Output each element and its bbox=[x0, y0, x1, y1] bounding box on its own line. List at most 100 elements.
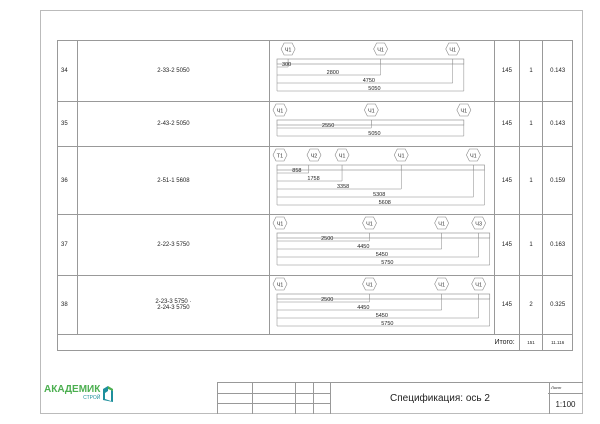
mark-tag bbox=[394, 148, 409, 162]
sheet-cell: Лист 1:100 bbox=[548, 382, 583, 414]
mark-tag bbox=[272, 216, 288, 230]
thickness-cell: 145 bbox=[494, 40, 520, 102]
dimension-value: 4450 bbox=[357, 244, 369, 250]
mark-tag bbox=[456, 103, 472, 117]
dimension-value: 2550 bbox=[322, 123, 334, 129]
mark-label: Ч1 bbox=[368, 109, 375, 115]
volume-cell: 0.143 bbox=[542, 40, 573, 102]
sheet-title: Спецификация: ось 2 bbox=[330, 382, 550, 414]
mark-label: Ч1 bbox=[475, 283, 482, 289]
mark-label: Ч1 bbox=[277, 109, 284, 115]
element-name: 2-43-2 5050 bbox=[76, 101, 271, 147]
title-block-grid bbox=[217, 382, 330, 414]
logo-subtext: СТРОЙ bbox=[83, 395, 101, 401]
quantity-cell: 1 bbox=[518, 101, 544, 147]
dimension-value: 1758 bbox=[307, 176, 319, 182]
mark-tag bbox=[272, 103, 288, 117]
mark-label: Ч1 bbox=[398, 154, 405, 160]
mark-tag bbox=[434, 216, 450, 230]
sheet-label: Лист bbox=[548, 383, 583, 394]
row-number: 37 bbox=[57, 214, 78, 276]
dimension-value: 2500 bbox=[321, 236, 333, 242]
element-name-line: 2-33-2 5050 bbox=[157, 68, 190, 74]
mark-tag bbox=[471, 277, 487, 291]
volume-cell: 0.163 bbox=[542, 214, 573, 276]
total-volume: 11.116 bbox=[542, 334, 573, 351]
total-row: Итого: 151 11.116 bbox=[57, 334, 573, 351]
dimension-value: 858 bbox=[292, 168, 301, 174]
element-name-line: 2-43-2 5050 bbox=[157, 121, 190, 127]
mark-tag bbox=[362, 216, 377, 230]
element-name-line: 2-24-3 5750 bbox=[157, 305, 190, 311]
panel-outline bbox=[276, 119, 465, 126]
dimension-value: 5050 bbox=[368, 86, 380, 92]
quantity-cell: 1 bbox=[518, 214, 544, 276]
mark-label: Ч1 bbox=[461, 109, 468, 115]
mark-label: Ч1 bbox=[339, 154, 346, 160]
row-number: 34 bbox=[57, 40, 78, 102]
mark-label: Ч1 bbox=[449, 48, 456, 54]
mark-tag bbox=[471, 216, 487, 230]
mark-label: Ч1 bbox=[438, 222, 445, 228]
dimension-value: 5750 bbox=[381, 321, 393, 327]
thickness-cell: 145 bbox=[494, 146, 520, 215]
logo-icon bbox=[103, 386, 114, 402]
mark-tag bbox=[306, 148, 322, 162]
element-name: 2-22-3 5750 bbox=[76, 214, 271, 276]
row-number: 38 bbox=[57, 275, 78, 335]
element-name-line: 2-51-1 5608 bbox=[157, 177, 190, 184]
quantity-cell: 1 bbox=[518, 40, 544, 102]
mark-tag bbox=[334, 148, 350, 162]
mark-label: Ч1 bbox=[366, 283, 373, 289]
mark-tag bbox=[362, 277, 377, 291]
mark-label: Ч1 bbox=[438, 283, 445, 289]
mark-tag bbox=[272, 277, 288, 291]
title-block: Спецификация: ось 2 Лист 1:100 bbox=[217, 382, 583, 414]
drawing-frame bbox=[40, 10, 583, 414]
mark-label: Ч2 bbox=[311, 154, 318, 160]
dimension-value: 5308 bbox=[373, 192, 385, 198]
mark-label: Ч1 bbox=[377, 48, 384, 54]
mark-label: Ч1 bbox=[366, 222, 373, 228]
mark-tag bbox=[373, 42, 389, 56]
panel-outline bbox=[276, 58, 465, 65]
mark-tag bbox=[280, 42, 296, 56]
thickness-cell: 145 bbox=[494, 275, 520, 335]
dimension-value: 2500 bbox=[321, 297, 333, 303]
dimension-value: 5450 bbox=[376, 313, 388, 319]
row-number: 36 bbox=[57, 146, 78, 215]
logo-text: АКАДЕМИК bbox=[44, 384, 101, 395]
element-name-line: 2-22-3 5750 bbox=[157, 242, 190, 248]
dimension-value: 4450 bbox=[357, 305, 369, 311]
dimension-value: 300 bbox=[282, 62, 291, 68]
dimension-value: 5450 bbox=[376, 252, 388, 258]
thickness-cell: 145 bbox=[494, 101, 520, 147]
mark-label: Т1 bbox=[277, 154, 283, 160]
total-quantity: 151 bbox=[518, 334, 544, 351]
panel-outline bbox=[276, 164, 485, 171]
element-name: 2-51-1 5608 bbox=[76, 146, 271, 215]
panel-outline bbox=[276, 232, 491, 239]
scale-label: 1:100 bbox=[555, 400, 576, 409]
dimension-value: 4750 bbox=[363, 78, 375, 84]
mark-tag bbox=[364, 103, 379, 117]
total-label: Итого: bbox=[57, 334, 520, 351]
volume-cell: 0.159 bbox=[542, 146, 573, 215]
element-drawing-svg: Ч1 Ч1 Ч1 Ч3 2500 4450 5450 5750 bbox=[272, 216, 491, 266]
mark-label: Ч3 bbox=[475, 222, 482, 228]
dimension-value: 5608 bbox=[379, 200, 391, 206]
element-name: 2-23-3 5750 ·2-24-3 5750 bbox=[76, 275, 271, 335]
dimension-value: 5750 bbox=[381, 260, 393, 266]
mark-label: Ч1 bbox=[277, 222, 284, 228]
